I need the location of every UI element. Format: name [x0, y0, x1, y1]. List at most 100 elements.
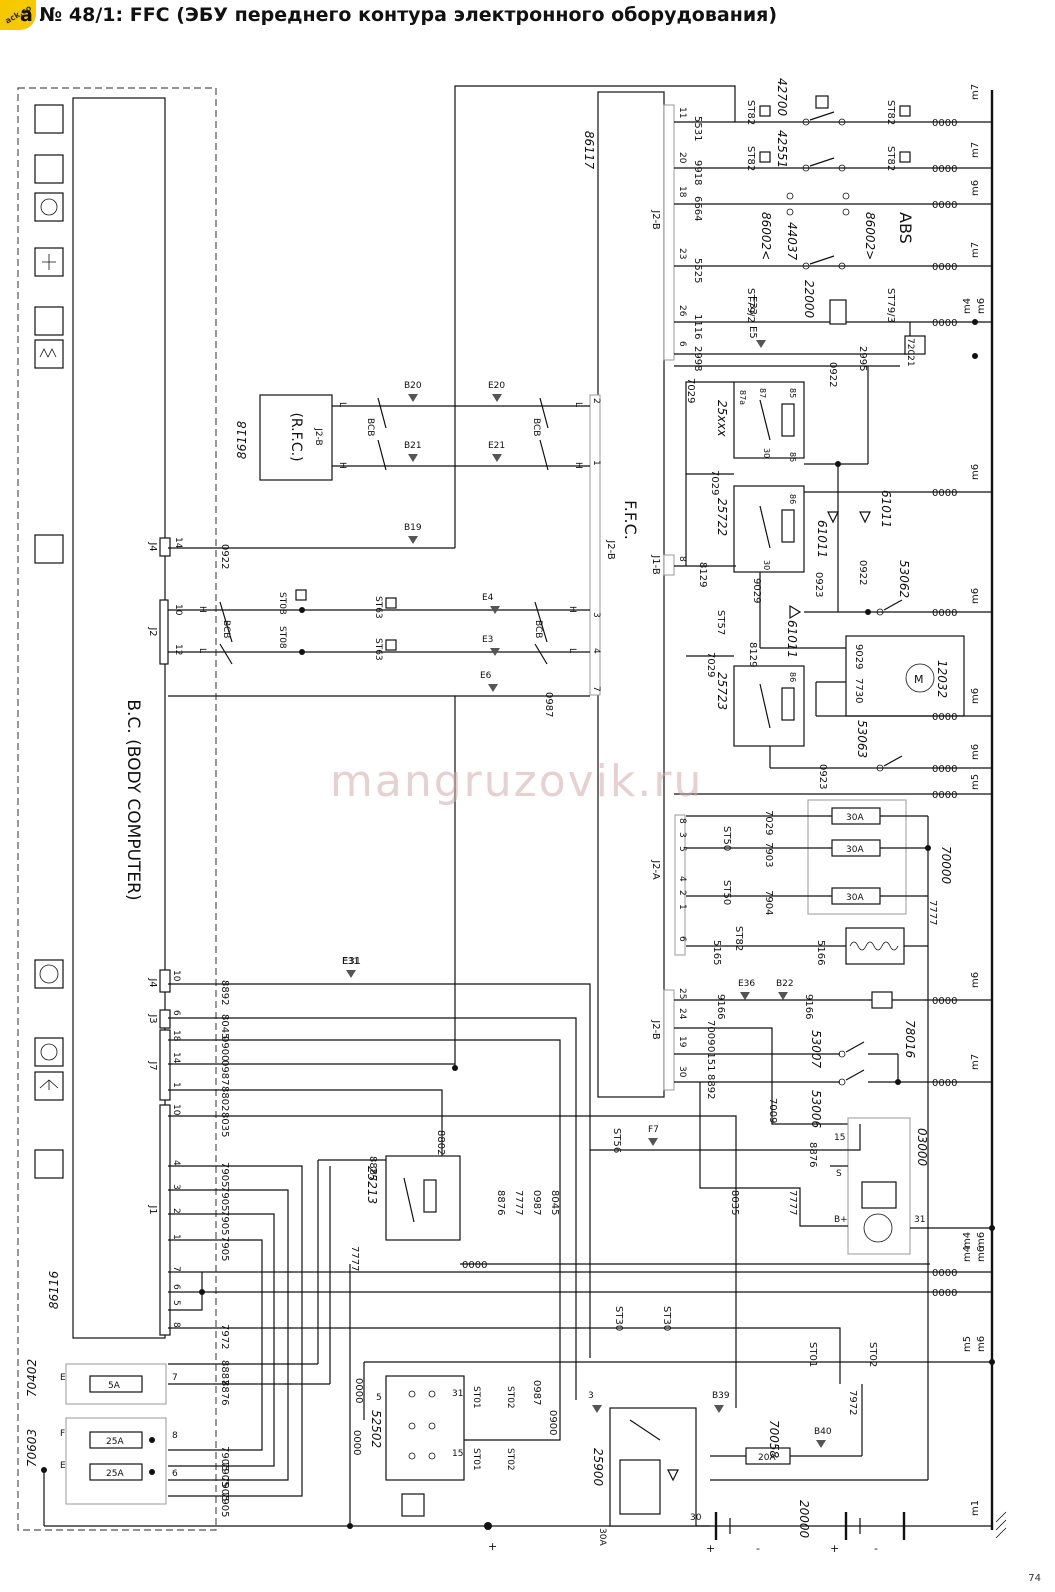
svg-text:0000: 0000 — [932, 318, 957, 329]
svg-text:ST08: ST08 — [277, 626, 287, 649]
svg-text:BCB: BCB — [221, 620, 231, 638]
svg-text:BCB: BCB — [365, 418, 375, 436]
page-title: a № 48/1: FFC (ЭБУ переднего контура эле… — [20, 4, 778, 26]
svg-text:9166: 9166 — [715, 994, 726, 1019]
svg-text:0987: 0987 — [219, 1060, 230, 1085]
svg-text:30: 30 — [762, 448, 771, 458]
svg-text:30A: 30A — [597, 1528, 607, 1546]
svg-text:53007: 53007 — [809, 1030, 823, 1069]
svg-text:B+: B+ — [834, 1215, 848, 1225]
svg-text:8035: 8035 — [729, 1190, 740, 1215]
svg-text:ST02: ST02 — [867, 1342, 878, 1367]
svg-text:9029: 9029 — [751, 578, 762, 603]
svg-text:ST82: ST82 — [885, 100, 896, 125]
svg-text:7777: 7777 — [349, 1246, 360, 1271]
svg-text:ST79/3: ST79/3 — [885, 288, 896, 323]
svg-text:ABS: ABS — [896, 212, 915, 244]
svg-text:L: L — [337, 402, 347, 407]
svg-text:86: 86 — [788, 494, 797, 504]
svg-text:m6: m6 — [976, 1232, 987, 1248]
watermark: mangruzovik.ru — [330, 756, 704, 807]
signal-markers — [346, 340, 826, 1448]
svg-text:53006: 53006 — [809, 1090, 823, 1129]
svg-text:m4: m4 — [962, 298, 973, 314]
svg-text:1: 1 — [171, 1082, 181, 1088]
page-number: 74 — [1028, 1573, 1041, 1584]
svg-text:14: 14 — [173, 537, 183, 549]
svg-text:7029: 7029 — [709, 470, 720, 495]
svg-text:ST82: ST82 — [885, 146, 896, 171]
svg-text:0000: 0000 — [932, 1288, 957, 1299]
rfc-code: 86118 — [235, 421, 249, 460]
svg-text:B40: B40 — [814, 1427, 832, 1437]
svg-text:ST82: ST82 — [745, 146, 756, 171]
svg-text:7009: 7009 — [705, 1020, 716, 1045]
svg-text:30A: 30A — [846, 893, 864, 903]
svg-text:ST82: ST82 — [745, 100, 756, 125]
svg-text:1: 1 — [171, 1234, 181, 1240]
body-computer-panel — [72, 97, 166, 1339]
svg-text:86: 86 — [788, 672, 797, 682]
svg-text:85: 85 — [788, 388, 797, 398]
svg-text:B19: B19 — [404, 523, 422, 533]
relay-25213: 25213 — [365, 1155, 930, 1265]
svg-text:0900: 0900 — [547, 1410, 558, 1435]
svg-text:2998: 2998 — [692, 346, 703, 371]
relay-25723 — [733, 665, 805, 747]
svg-text:m6: m6 — [976, 298, 987, 314]
svg-text:J2-B: J2-B — [605, 539, 616, 560]
svg-text:0000: 0000 — [353, 1378, 364, 1403]
svg-text:F7: F7 — [648, 1125, 659, 1135]
svg-text:26: 26 — [677, 305, 687, 317]
svg-text:0000: 0000 — [932, 164, 957, 175]
svg-text:B20: B20 — [404, 381, 422, 391]
svg-text:42700: 42700 — [775, 78, 789, 117]
svg-text:0923: 0923 — [817, 764, 828, 789]
svg-text:8: 8 — [171, 1322, 181, 1328]
svg-text:M: M — [914, 673, 924, 686]
svg-text:m4: m4 — [962, 1232, 973, 1248]
svg-text:70058: 70058 — [767, 1420, 781, 1459]
svg-text:7905: 7905 — [219, 1162, 230, 1187]
ffc-label: F.F.C. — [621, 500, 640, 540]
svg-text:8035: 8035 — [219, 1112, 230, 1137]
svg-text:61011: 61011 — [879, 490, 893, 528]
svg-text:9166: 9166 — [803, 994, 814, 1019]
svg-text:J3: J3 — [147, 1013, 158, 1023]
svg-text:+: + — [830, 1542, 839, 1555]
svg-text:ST30: ST30 — [613, 1306, 624, 1331]
svg-text:14: 14 — [171, 1052, 181, 1064]
svg-text:H: H — [197, 606, 207, 613]
svg-text:6: 6 — [677, 341, 687, 347]
svg-text:7905: 7905 — [219, 1476, 230, 1501]
svg-text:L: L — [567, 648, 577, 653]
fuse-box-70603: 25A 25A 70603 F E 8 6 — [25, 1417, 178, 1505]
svg-text:0900: 0900 — [219, 1036, 230, 1061]
svg-text:15: 15 — [834, 1133, 845, 1143]
svg-text:ST02: ST02 — [505, 1386, 515, 1409]
svg-text:7905: 7905 — [219, 1446, 230, 1471]
ffc-code: 86117 — [582, 131, 596, 170]
motor-12032: M — [845, 635, 965, 717]
svg-text:5: 5 — [376, 1393, 382, 1403]
svg-text:0923: 0923 — [813, 572, 824, 597]
battery-20000: 20000 + - + - + 20A 70058 — [488, 1384, 992, 1555]
svg-text:70402: 70402 — [25, 1359, 39, 1397]
svg-text:7904: 7904 — [763, 890, 774, 915]
svg-text:4: 4 — [591, 648, 601, 654]
svg-text:6: 6 — [172, 1469, 178, 1479]
svg-text:1: 1 — [677, 904, 687, 910]
svg-text:44037: 44037 — [785, 222, 799, 261]
svg-text:E31: E31 — [342, 957, 359, 967]
ffc-module — [597, 91, 665, 1098]
svg-text:22000: 22000 — [802, 280, 816, 319]
svg-text:0987: 0987 — [531, 1190, 542, 1215]
svg-text:m7: m7 — [970, 1054, 981, 1070]
svg-text:12032: 12032 — [935, 660, 949, 698]
svg-text:m6: m6 — [976, 1336, 987, 1352]
svg-text:0000: 0000 — [932, 488, 957, 499]
svg-text:m6: m6 — [970, 688, 981, 704]
svg-text:11: 11 — [677, 107, 687, 118]
svg-text:61011: 61011 — [815, 520, 829, 558]
